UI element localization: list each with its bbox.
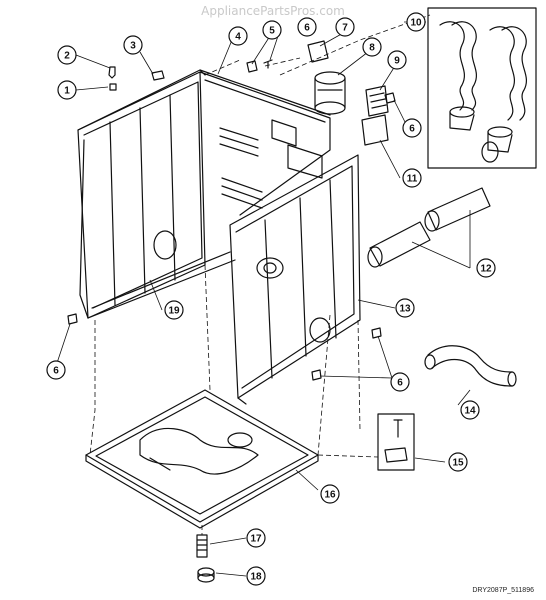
front-panel-part bbox=[229, 154, 361, 405]
callout-label: 8 bbox=[369, 43, 375, 54]
callout-1: 1 bbox=[57, 80, 77, 100]
callout-2: 2 bbox=[57, 45, 77, 65]
callout-13: 13 bbox=[395, 298, 415, 318]
callout-9: 9 bbox=[387, 50, 407, 70]
callout-6: 6 bbox=[402, 118, 422, 138]
callout-10: 10 bbox=[406, 12, 426, 32]
callout-3: 3 bbox=[123, 35, 143, 55]
callout-19: 19 bbox=[164, 300, 184, 320]
callout-18: 18 bbox=[246, 566, 266, 586]
leveling-leg-part bbox=[196, 534, 208, 558]
callout-label: 4 bbox=[235, 32, 241, 43]
callout-label: 19 bbox=[168, 306, 180, 317]
callout-label: 13 bbox=[399, 304, 411, 315]
callout-16: 16 bbox=[320, 484, 340, 504]
callout-7: 7 bbox=[335, 17, 355, 37]
callout-label: 5 bbox=[269, 26, 275, 37]
callout-6: 6 bbox=[46, 360, 66, 380]
callout-17: 17 bbox=[246, 528, 266, 548]
callout-label: 10 bbox=[410, 18, 422, 29]
flex-hose-part bbox=[424, 345, 517, 387]
exhaust-duct-kit-part bbox=[427, 7, 537, 169]
screw-parts bbox=[67, 59, 396, 381]
callout-label: 11 bbox=[407, 174, 418, 185]
watermark: AppliancePartsPros.com bbox=[201, 4, 345, 18]
callout-label: 17 bbox=[250, 534, 262, 545]
duct-sleeve-parts bbox=[367, 187, 491, 268]
callout-label: 9 bbox=[394, 56, 400, 67]
callout-label: 7 bbox=[342, 23, 348, 34]
callout-label: 18 bbox=[250, 572, 262, 583]
callout-label: 12 bbox=[480, 264, 492, 275]
callout-label: 1 bbox=[64, 86, 70, 97]
callout-5: 5 bbox=[262, 20, 282, 40]
callout-11: 11 bbox=[402, 168, 422, 188]
callout-label: 14 bbox=[464, 406, 476, 417]
callout-8: 8 bbox=[362, 37, 382, 57]
callout-label: 6 bbox=[397, 378, 403, 389]
door-switch-part bbox=[377, 413, 415, 471]
callout-label: 15 bbox=[452, 458, 464, 469]
drawing-code: DRY2087P_511896 bbox=[472, 587, 534, 594]
base-pan-part bbox=[85, 389, 319, 529]
callout-15: 15 bbox=[448, 452, 468, 472]
callout-label: 6 bbox=[409, 124, 415, 135]
leg-foot-part bbox=[197, 567, 215, 583]
callout-label: 3 bbox=[130, 41, 136, 52]
callout-label: 2 bbox=[64, 51, 70, 62]
callout-4: 4 bbox=[228, 26, 248, 46]
exhaust-sleeve-part bbox=[314, 71, 346, 115]
cabinet-part bbox=[77, 69, 331, 319]
gasket-part bbox=[307, 40, 329, 63]
callout-label: 6 bbox=[304, 23, 310, 34]
callout-12: 12 bbox=[476, 258, 496, 278]
callout-6: 6 bbox=[297, 17, 317, 37]
vent-bracket-part bbox=[365, 85, 389, 117]
callout-14: 14 bbox=[460, 400, 480, 420]
callout-6: 6 bbox=[390, 372, 410, 392]
cover-plate-part bbox=[361, 114, 389, 146]
callout-label: 6 bbox=[53, 366, 59, 377]
callout-label: 16 bbox=[324, 490, 336, 501]
